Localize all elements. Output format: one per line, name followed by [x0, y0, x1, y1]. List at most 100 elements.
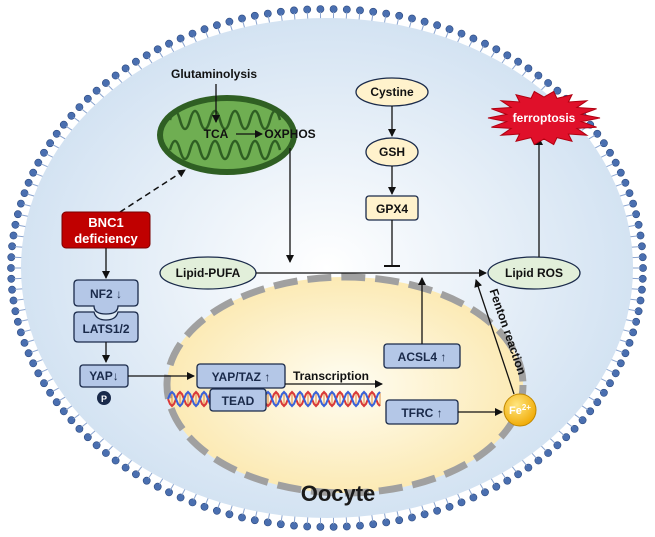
membrane-lipid-head [263, 9, 272, 18]
membrane-lipid-head [250, 516, 259, 525]
membrane-lipid-head [534, 456, 543, 465]
tead-box: TEAD [209, 388, 267, 412]
membrane-lipid-head [165, 39, 173, 48]
membrane-lipid-head [59, 407, 68, 416]
membrane-lipid-head [433, 506, 441, 515]
membrane-lipid-head [638, 242, 646, 251]
membrane-lipid-head [382, 9, 391, 18]
membrane-lipid-tail [629, 235, 638, 238]
membrane-lipid-head [176, 493, 185, 502]
membrane-lipid-head [7, 264, 15, 272]
membrane-lipid-head [8, 242, 16, 251]
membrane-lipid-head [276, 520, 285, 529]
membrane-lipid-head [524, 463, 533, 472]
fe-label: Fe [509, 405, 522, 417]
membrane-lipid-head [632, 317, 640, 326]
membrane-lipid-tail [614, 183, 623, 187]
membrane-lipid-tail [27, 193, 36, 197]
gsh-label: GSH [379, 145, 405, 159]
membrane-lipid-tail [610, 173, 619, 178]
membrane-lipid-head [303, 522, 312, 531]
membrane-lipid-head [625, 338, 634, 347]
membrane-lipid-tail [618, 193, 627, 197]
membrane-lipid-head [342, 5, 351, 14]
nf2-label: NF2 ↓ [90, 287, 122, 301]
membrane-lipid-head [606, 148, 614, 157]
membrane-lipid-tail [14, 288, 24, 290]
membrane-lipid-tail [23, 329, 32, 333]
membrane-lipid-head [29, 359, 38, 368]
membrane-lipid-head [142, 476, 151, 485]
membrane-lipid-head [638, 253, 647, 262]
membrane-lipid-head [420, 17, 429, 26]
membrane-lipid-head [7, 253, 16, 262]
membrane-lipid-head [24, 178, 33, 187]
membrane-lipid-head [611, 158, 620, 167]
membrane-lipid-tail [14, 246, 24, 248]
cystine-label: Cystine [370, 85, 414, 99]
membrane-lipid-tail [23, 203, 32, 207]
membrane-lipid-head [52, 129, 61, 138]
membrane-lipid-head [514, 470, 522, 479]
gpx4-label: GPX4 [376, 202, 408, 216]
membrane-lipid-head [40, 379, 48, 388]
phospho-label: P [101, 394, 107, 404]
membrane-lipid-tail [614, 349, 623, 353]
membrane-lipid-head [225, 17, 234, 26]
membrane-lipid-head [46, 139, 54, 148]
membrane-lipid-head [629, 328, 637, 337]
membrane-lipid-head [188, 29, 197, 38]
yap-label: YAP↓ [89, 369, 119, 383]
membrane-lipid-head [200, 502, 209, 511]
membrane-lipid-head [634, 307, 643, 316]
dna-strand [167, 390, 381, 408]
svg-text:Fe2+: Fe2+ [509, 403, 531, 417]
membrane-lipid-head [142, 51, 151, 60]
membrane-lipid-head [75, 103, 84, 111]
lipid-pufa-oval: Lipid-PUFA [159, 256, 257, 290]
membrane-lipid-head [9, 231, 18, 240]
yap-taz-box: YAP/TAZ ↑ [196, 363, 286, 389]
membrane-lipid-head [121, 64, 130, 73]
membrane-lipid-head [111, 456, 120, 465]
yap-box: YAP↓ [79, 364, 129, 388]
fe2-ion: Fe2+ [503, 393, 537, 427]
membrane-lipid-head [67, 111, 76, 120]
membrane-lipid-head [75, 424, 84, 433]
membrane-lipid-head [503, 476, 512, 485]
membrane-lipid-head [469, 493, 478, 502]
acsl4-box: ACSL4 ↑ [383, 343, 461, 369]
membrane-lipid-head [636, 296, 645, 305]
membrane-lipid-head [578, 416, 587, 425]
tca-label: TCA [204, 127, 229, 141]
membrane-lipid-head [586, 407, 595, 416]
membrane-lipid-head [329, 5, 338, 14]
membrane-lipid-head [503, 51, 512, 60]
membrane-lipid-head [11, 220, 20, 229]
lipid-ros-oval: Lipid ROS [487, 256, 581, 290]
transcription-label: Transcription [293, 369, 369, 383]
tead-label: TEAD [222, 394, 255, 408]
membrane-lipid-head [544, 449, 552, 457]
membrane-lipid-head [263, 518, 272, 527]
bnc1-deficiency-box: BNC1 deficiency [61, 211, 151, 249]
membrane-lipid-head [553, 86, 562, 95]
membrane-lipid-head [225, 510, 234, 519]
membrane-lipid-tail [16, 235, 25, 238]
membrane-lipid-tail [31, 349, 40, 353]
membrane-lipid-tail [624, 319, 634, 322]
nucleus [163, 273, 527, 497]
ferroptosis-burst: ferroptosis [487, 90, 601, 146]
membrane-lipid-head [606, 379, 614, 388]
membrane-lipid-head [131, 57, 140, 66]
membrane-lipid-tail [627, 308, 636, 312]
gpx4-box: GPX4 [365, 195, 419, 221]
oocyte-title: Oocyte [301, 481, 376, 506]
membrane-lipid-head [111, 71, 120, 80]
membrane-lipid-head [395, 11, 404, 20]
membrane-lipid-tail [610, 358, 619, 363]
membrane-lipid-head [290, 521, 298, 530]
dna-helix [167, 390, 381, 408]
membrane-lipid-head [632, 210, 640, 219]
lipid-pufa-label: Lipid-PUFA [176, 266, 241, 280]
